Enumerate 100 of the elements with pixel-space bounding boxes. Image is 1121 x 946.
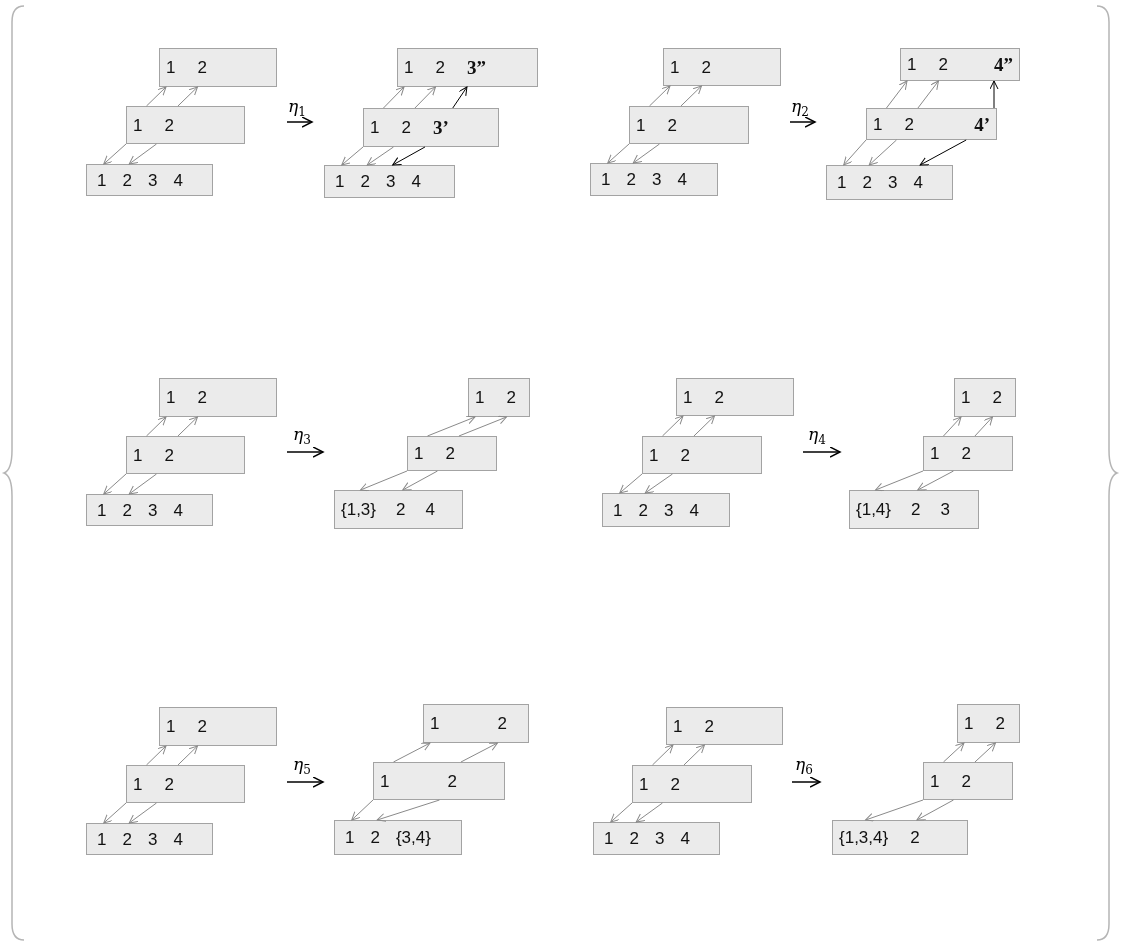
set-element-label: 4’ bbox=[974, 114, 990, 134]
set-element-label: 2 bbox=[714, 388, 724, 406]
arrow bbox=[680, 85, 702, 107]
arrow bbox=[145, 745, 167, 766]
arrow bbox=[916, 799, 954, 821]
set-element-label: 1 bbox=[166, 389, 176, 406]
set-element-label: 4 bbox=[425, 501, 435, 518]
set-element-label: 2 bbox=[197, 59, 207, 76]
number-box bbox=[849, 490, 979, 529]
arrow bbox=[635, 802, 663, 823]
arrow bbox=[607, 143, 630, 164]
number-box bbox=[866, 108, 997, 140]
number-box bbox=[423, 704, 529, 743]
arrow bbox=[392, 742, 431, 763]
arrow bbox=[917, 470, 954, 491]
set-element-label: 1 bbox=[166, 718, 176, 735]
arrow bbox=[693, 415, 715, 437]
set-element-label: {1,3,4} bbox=[839, 829, 889, 846]
arrow bbox=[651, 744, 674, 766]
set-element-label: 2 bbox=[396, 501, 406, 518]
arrow bbox=[974, 742, 996, 763]
arrow bbox=[644, 473, 673, 494]
set-element-label: 1 bbox=[97, 830, 107, 848]
set-element-label: 1 bbox=[604, 830, 614, 847]
arrow bbox=[177, 86, 198, 107]
set-element-label: 2 bbox=[164, 775, 174, 793]
number-box bbox=[324, 165, 455, 198]
set-element-label: 2 bbox=[629, 830, 639, 847]
arrow bbox=[460, 742, 498, 763]
set-element-label: 2 bbox=[164, 446, 174, 464]
number-box bbox=[468, 378, 530, 417]
number-box bbox=[663, 48, 781, 86]
set-element-label: 3” bbox=[466, 58, 486, 77]
number-box bbox=[373, 762, 505, 800]
set-element-label: 4 bbox=[913, 174, 923, 191]
set-element-label: 2 bbox=[497, 715, 507, 732]
arrow bbox=[942, 416, 962, 437]
set-element-label: 4 bbox=[173, 171, 183, 189]
arrow bbox=[452, 86, 468, 109]
set-element-label: 1 bbox=[683, 388, 693, 406]
arrow bbox=[366, 146, 394, 166]
set-element-label: 4 bbox=[689, 501, 699, 519]
number-box bbox=[590, 163, 718, 196]
set-element-label: 1 bbox=[133, 775, 143, 793]
set-element-label: 4 bbox=[173, 501, 183, 519]
set-element-label: 2 bbox=[670, 775, 680, 793]
set-element-label: 2 bbox=[435, 59, 445, 76]
number-box bbox=[159, 378, 277, 417]
set-element-label: 2 bbox=[626, 171, 636, 188]
set-element-label: 2 bbox=[938, 56, 948, 73]
number-box bbox=[86, 164, 213, 196]
arrow bbox=[351, 799, 374, 821]
set-element-label: 2 bbox=[445, 445, 455, 462]
set-element-label: 1 bbox=[961, 389, 971, 406]
number-box bbox=[397, 48, 538, 87]
arrow bbox=[376, 799, 440, 822]
map-label: η$_{6}$ bbox=[795, 756, 813, 777]
arrow bbox=[341, 146, 364, 166]
arrow bbox=[974, 416, 993, 437]
number-box bbox=[832, 820, 968, 855]
set-element-label: 1 bbox=[430, 715, 440, 732]
number-box bbox=[159, 48, 277, 87]
arrow bbox=[392, 146, 426, 166]
set-element-label: 2 bbox=[961, 772, 971, 790]
arrow bbox=[868, 139, 897, 166]
number-box bbox=[126, 436, 245, 474]
set-element-label: 2 bbox=[667, 116, 677, 134]
set-element-label: 3 bbox=[663, 501, 674, 519]
arrow bbox=[360, 470, 408, 492]
set-element-label: 3 bbox=[940, 501, 950, 518]
arrow bbox=[177, 745, 198, 766]
set-element-label: 1 bbox=[97, 501, 107, 519]
number-box bbox=[407, 436, 497, 471]
set-element-label: 4” bbox=[994, 55, 1013, 74]
set-element-label: 2 bbox=[360, 173, 370, 190]
set-element-label: 1 bbox=[345, 829, 355, 846]
arrow bbox=[661, 415, 684, 437]
set-element-label: 1 bbox=[601, 171, 611, 188]
map-label: η$_{3}$ bbox=[293, 426, 311, 447]
arrow bbox=[426, 415, 476, 437]
set-element-label: 3 bbox=[651, 171, 662, 188]
arrow bbox=[919, 139, 967, 166]
number-box bbox=[900, 48, 1020, 81]
set-element-label: 1 bbox=[837, 174, 847, 191]
set-element-label: 1 bbox=[414, 445, 424, 462]
set-element-label: {3,4} bbox=[395, 829, 431, 846]
arrow bbox=[458, 415, 507, 437]
set-element-label: 1 bbox=[649, 446, 659, 464]
number-box bbox=[593, 822, 720, 855]
number-box bbox=[957, 704, 1020, 743]
arrow bbox=[128, 802, 157, 824]
arrow bbox=[103, 143, 127, 165]
set-element-label: 1 bbox=[639, 775, 649, 793]
arrow bbox=[128, 473, 157, 495]
arrow bbox=[382, 86, 405, 109]
arrow bbox=[619, 473, 643, 494]
arrow bbox=[683, 744, 705, 766]
set-element-label: 1 bbox=[636, 116, 646, 134]
set-element-label: {1,4} bbox=[856, 501, 891, 518]
set-element-label: 2 bbox=[680, 446, 690, 464]
